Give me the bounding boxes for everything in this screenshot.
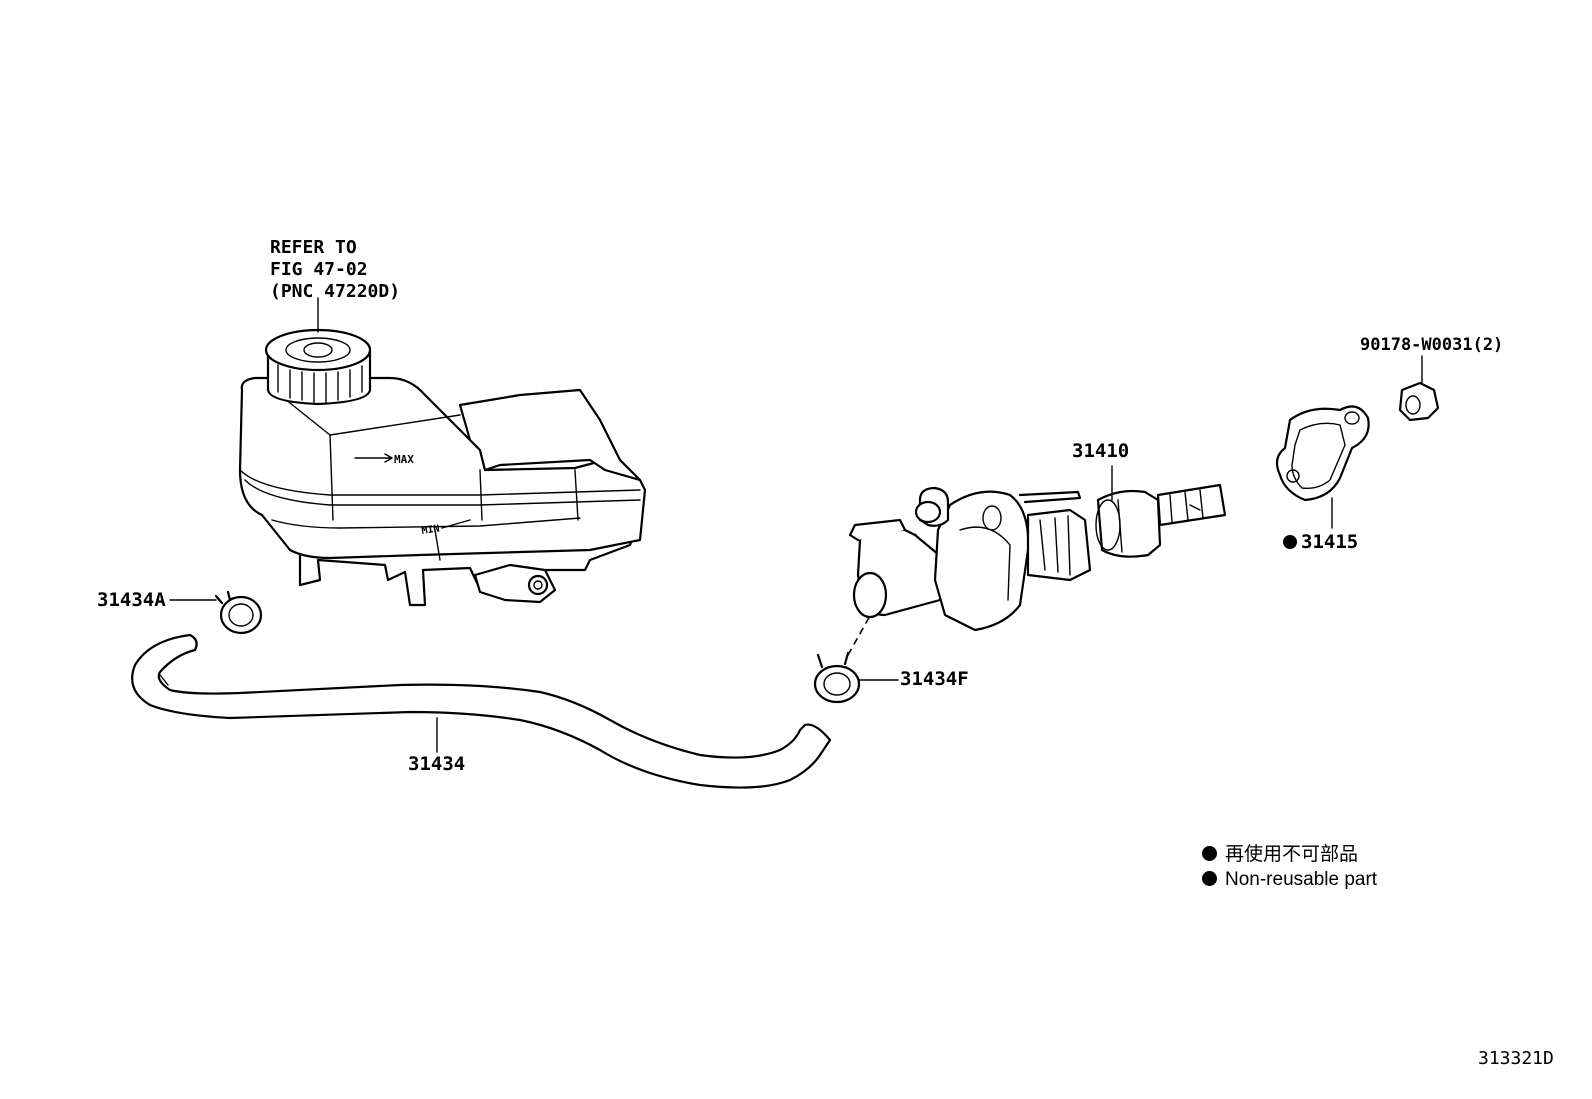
label-gasket-31415-text: 31415 xyxy=(1301,531,1359,553)
reference-note-line2: FIG 47-02 xyxy=(270,259,368,280)
legend-jp-text: 再使用不可部品 xyxy=(1225,844,1359,865)
reference-note-line1: REFER TO xyxy=(270,237,357,258)
legend-jp: 再使用不可部品 xyxy=(1202,845,1358,864)
label-clamp-31434f[interactable]: 31434F xyxy=(900,668,969,690)
non-reusable-marker xyxy=(1283,535,1297,549)
legend-dot-icon xyxy=(1202,846,1217,861)
legend-dot-icon xyxy=(1202,871,1217,886)
legend-en-text: Non-reusable part xyxy=(1225,869,1378,890)
clamp-31434f xyxy=(813,529,919,704)
nut-90178-w0031 xyxy=(1398,355,1440,422)
label-clamp-31434a[interactable]: 31434A xyxy=(97,589,166,611)
reference-note-line3: (PNC 47220D) xyxy=(270,281,401,302)
reservoir-tank: MAX MIN xyxy=(238,297,647,607)
hose-31434 xyxy=(131,633,832,789)
legend-en: Non-reusable part xyxy=(1202,870,1377,889)
min-mark: MIN xyxy=(421,524,440,537)
master-cylinder-31410 xyxy=(848,465,1227,632)
clamp-31434a xyxy=(169,590,263,635)
label-master-cylinder-31410[interactable]: 31410 xyxy=(1072,440,1130,462)
gasket-31415 xyxy=(1275,405,1370,529)
reference-note: REFER TO FIG 47-02 (PNC 47220D) xyxy=(270,237,400,303)
figure-code: 313321D xyxy=(1478,1048,1554,1069)
label-hose-31434[interactable]: 31434 xyxy=(408,753,466,775)
max-mark: MAX xyxy=(394,453,414,466)
label-gasket-31415[interactable]: 31415 xyxy=(1283,533,1358,552)
label-nut-90178-w0031[interactable]: 90178-W0031(2) xyxy=(1360,335,1504,355)
